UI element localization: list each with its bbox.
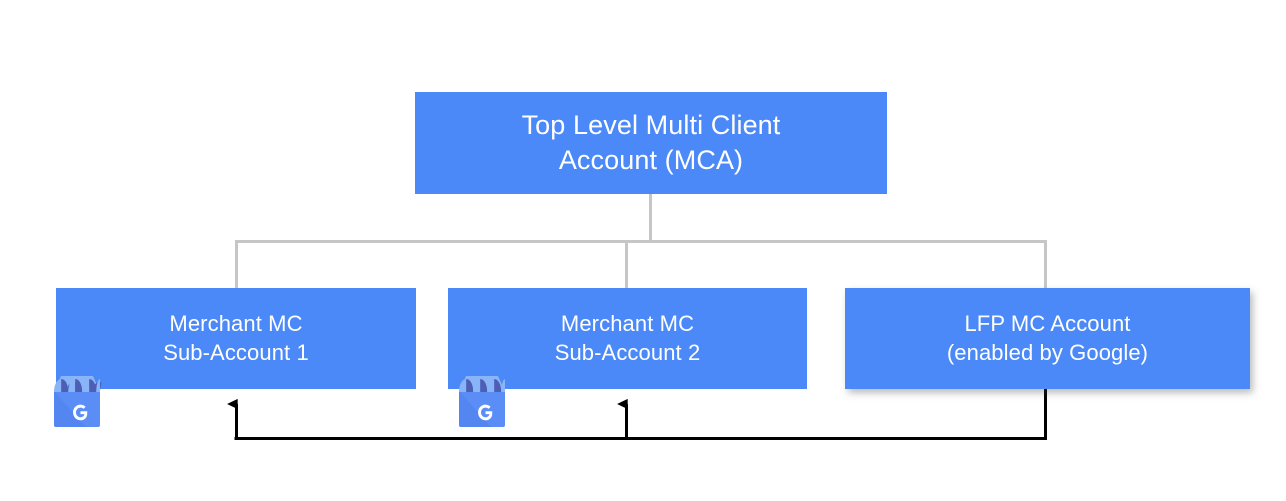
node-top-level-mca-label: Top Level Multi Client Account (MCA) [521, 110, 781, 175]
google-g-glyph [73, 404, 88, 421]
node-top-level-mca[interactable]: Top Level Multi Client Account (MCA) [415, 92, 887, 194]
node-merchant-mc-sub-account-1-label: Merchant MC Sub-Account 1 [163, 311, 309, 365]
node-lfp-mc-account[interactable]: LFP MC Account (enabled by Google) [845, 288, 1250, 389]
google-business-store-icon-art [54, 376, 102, 427]
google-business-store-icon [41, 365, 113, 437]
node-merchant-mc-sub-account-1[interactable]: Merchant MC Sub-Account 1 [56, 288, 416, 389]
google-business-store-icon-art [459, 376, 505, 427]
google-g-glyph [478, 404, 493, 421]
node-merchant-mc-sub-account-2[interactable]: Merchant MC Sub-Account 2 [448, 288, 807, 389]
tree-connector-group [235, 194, 1047, 288]
node-lfp-mc-account-label: LFP MC Account (enabled by Google) [946, 311, 1149, 365]
node-merchant-mc-sub-account-2-label: Merchant MC Sub-Account 2 [554, 311, 701, 365]
google-business-store-icon [446, 365, 518, 437]
feedback-connector-group [227, 389, 1047, 440]
